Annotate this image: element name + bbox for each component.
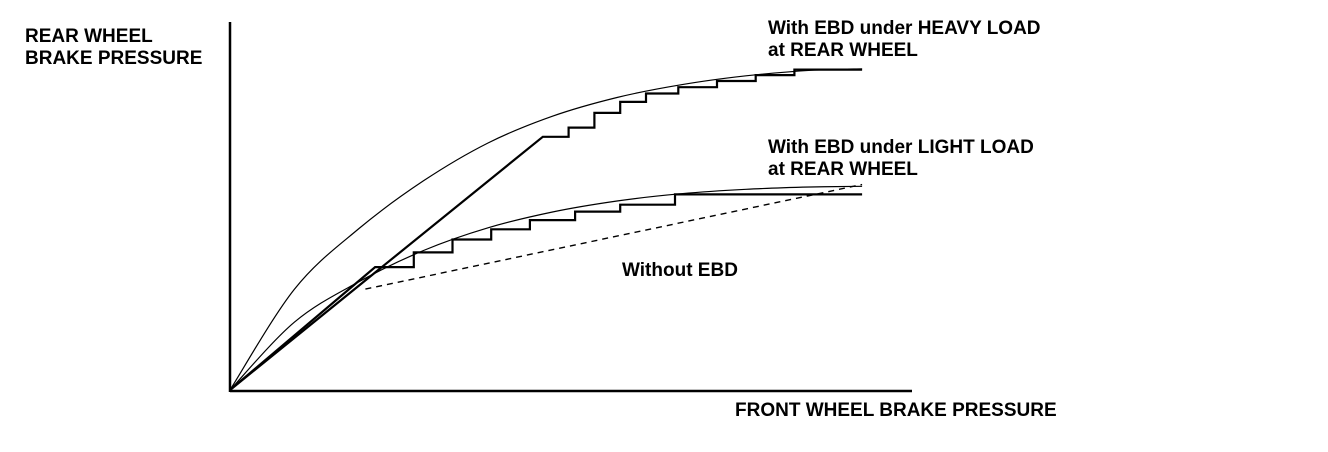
series-line-without-ebd [365, 183, 863, 290]
axes [228, 22, 912, 393]
annotation-light-line-1: With EBD under LIGHT LOAD [768, 137, 1034, 158]
annotation-without-ebd: Without EBD [622, 260, 738, 281]
y-axis-label-line-2: BRAKE PRESSURE [25, 48, 202, 69]
series-line-light-ideal [229, 185, 863, 391]
series-line-light-ebd [229, 193, 863, 391]
y-axis-label-line-1: REAR WHEEL [25, 26, 153, 47]
annotation-light-line-2: at REAR WHEEL [768, 159, 918, 180]
annotation-heavy-line-2: at REAR WHEEL [768, 40, 918, 61]
series-line-heavy-ideal [229, 68, 863, 391]
x-axis-label: FRONT WHEEL BRAKE PRESSURE [735, 400, 1057, 421]
series-line-heavy-ebd [229, 68, 863, 391]
annotation-heavy-line-1: With EBD under HEAVY LOAD [768, 18, 1041, 39]
series-group [229, 68, 863, 391]
